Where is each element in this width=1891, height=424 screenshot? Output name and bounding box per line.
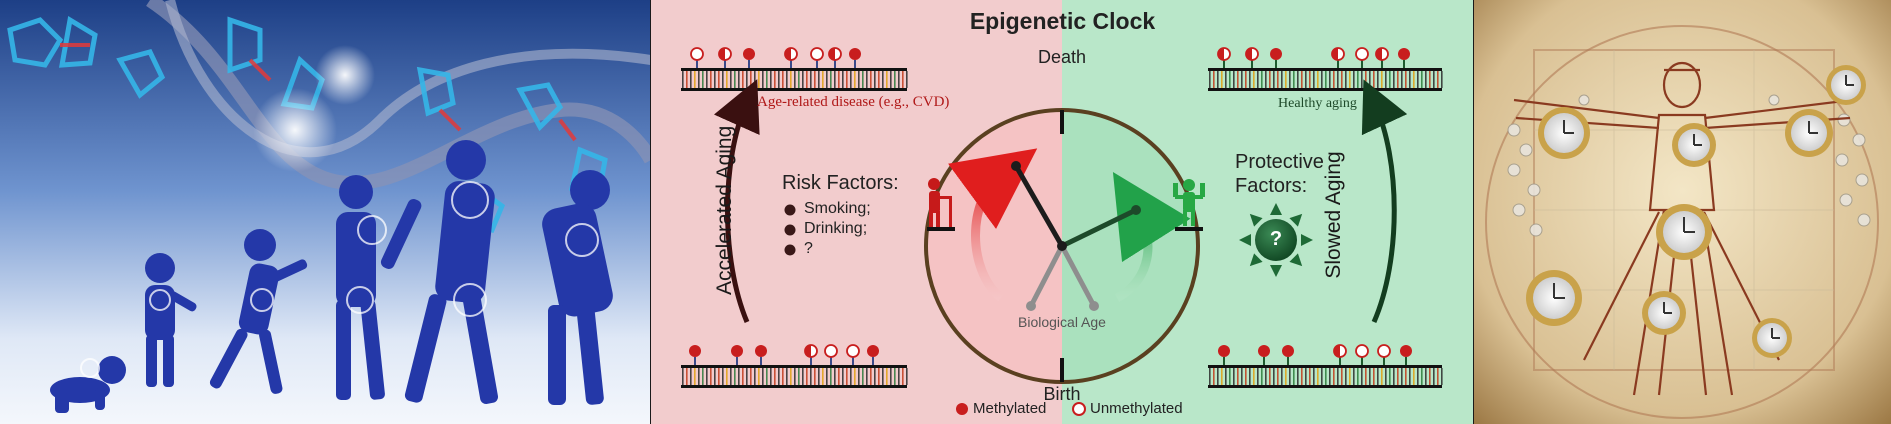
clock-hand-accelerated xyxy=(1013,164,1065,248)
legend-methylated-label: Methylated xyxy=(973,400,1047,417)
accelerating-rotation-arrow xyxy=(947,148,1038,302)
legend-unmethylated-marker xyxy=(1072,402,1086,416)
aging-silhouettes xyxy=(50,140,613,413)
strong-person-icon xyxy=(1173,179,1205,231)
age-related-disease-caption: Age-related disease (e.g., CVD) xyxy=(757,94,950,110)
clock-hand-chronological-1 xyxy=(1028,244,1065,308)
risk-factor-item: ? xyxy=(804,240,813,257)
legend-unmethylated-label: Unmethylated xyxy=(1090,400,1183,417)
slowed-aging-arrow xyxy=(1361,79,1408,323)
healthy-aging-caption: Healthy aging xyxy=(1278,96,1357,111)
vitruvian-clocks-illustration xyxy=(1474,0,1891,424)
risk-bullet-3 xyxy=(784,244,796,256)
clock-label-birth: Birth xyxy=(1043,384,1081,404)
risk-factor-item: Drinking; xyxy=(804,220,868,237)
right-illustration-panel xyxy=(1474,0,1891,424)
slowing-rotation-arrow xyxy=(1112,171,1191,302)
diagram-graphics xyxy=(651,0,1474,424)
protective-factors-title-line1: Protective xyxy=(1235,151,1324,173)
epigenetic-clock-diagram: Epigenetic Clock Death Birth Biological … xyxy=(651,0,1474,424)
clock xyxy=(924,108,1200,384)
accelerated-aging-label: Accelerated Aging xyxy=(713,125,736,295)
dna-strand-bottom-right xyxy=(1208,344,1443,388)
clock-icons xyxy=(1526,65,1866,358)
accelerated-aging-arrow xyxy=(713,79,760,323)
dna-strand-bottom-left xyxy=(681,344,908,388)
clock-hand-chronological-2 xyxy=(1059,244,1097,308)
diagram-title: Epigenetic Clock xyxy=(969,8,1156,34)
sun-question-mark: ? xyxy=(1269,228,1283,250)
slowed-aging-label: Slowed Aging xyxy=(1322,151,1345,279)
protective-sun-icon xyxy=(1239,203,1313,277)
clock-label-biological-age: Biological Age xyxy=(1018,314,1106,330)
risk-bullet-1 xyxy=(784,204,796,216)
clock-label-death: Death xyxy=(1037,47,1087,67)
clock-hand-slowed xyxy=(1060,207,1138,249)
elderly-person-icon xyxy=(927,178,955,231)
risk-factors-title: Risk Factors: xyxy=(782,172,899,194)
risk-factor-item: Smoking; xyxy=(804,200,871,217)
left-illustration-panel xyxy=(0,0,651,424)
human-aging-illustration xyxy=(0,0,651,424)
protective-factors-title-line2: Factors: xyxy=(1235,175,1308,197)
legend-methylated-marker xyxy=(956,403,968,415)
risk-bullet-2 xyxy=(784,224,796,236)
